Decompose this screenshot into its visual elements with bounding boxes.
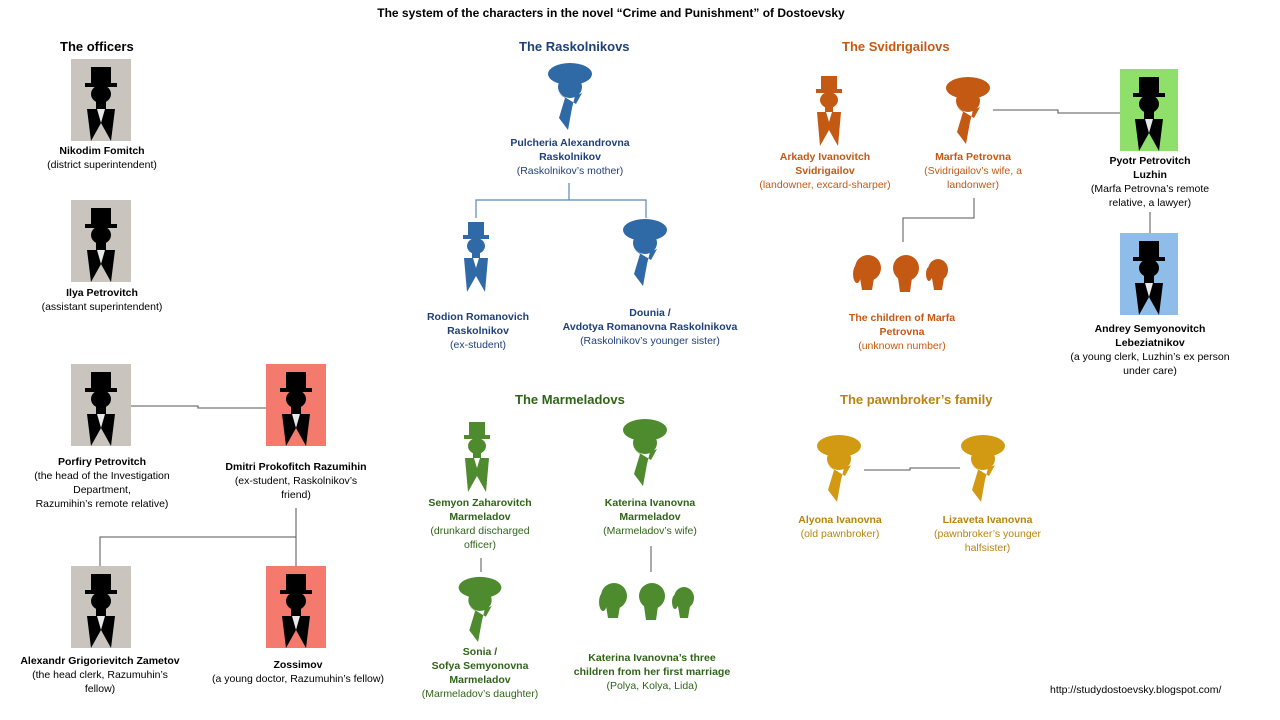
char-marfa-label: Marfa Petrovna (Svidrigailov’s wife, a l… <box>924 151 1022 191</box>
group-title-pawnbroker: The pawnbroker’s family <box>840 392 993 407</box>
woman-hat-icon <box>548 63 592 130</box>
connector-razumihin-colleagues <box>99 508 297 566</box>
char-zossimov-label: Zossimov (a young doctor, Razumuhin’s fe… <box>212 659 384 685</box>
char-sonia-label: Sonia / Sofya Semyonovna Marmeladov (Mar… <box>421 646 539 700</box>
char-marfa-children-label: The children of Marfa Petrovna (unknown … <box>848 312 956 352</box>
woman-hat-icon <box>817 435 861 502</box>
group-title-officers: The officers <box>60 39 134 54</box>
man-top-hat-icon <box>816 76 842 146</box>
char-zametov-label: Alexandr Grigorievitch Zametov (the head… <box>20 655 180 695</box>
man-top-hat-icon <box>1120 233 1178 315</box>
group-title-svidrigailovs: The Svidrigailovs <box>842 39 950 54</box>
children-icon <box>599 583 694 620</box>
group-title-raskolnikovs: The Raskolnikovs <box>519 39 630 54</box>
woman-hat-icon <box>946 77 990 144</box>
char-alyona-label: Alyona Ivanovna (old pawnbroker) <box>798 514 882 540</box>
man-top-hat-icon <box>464 422 490 492</box>
woman-hat-icon <box>961 435 1005 502</box>
connector-marfa-luzhin <box>993 109 1120 114</box>
char-lizaveta-label: Lizaveta Ivanovna (pawnbroker’s younger … <box>933 514 1041 554</box>
man-top-hat-icon <box>71 200 131 282</box>
connector-pulcheria-children <box>475 183 647 218</box>
connector-alyona-lizaveta <box>864 467 960 471</box>
char-katerina-children-label: Katerina Ivanovna’s three children from … <box>573 652 731 692</box>
char-nikodim-label: Nikodim Fomitch (district superintendent… <box>47 145 157 171</box>
char-semyon-label: Semyon Zaharovitch Marmeladov (drunkard … <box>428 497 532 551</box>
char-pulcheria-label: Pulcheria Alexandrovna Raskolnikov (Rask… <box>510 137 630 177</box>
diagram-title: The system of the characters in the nove… <box>377 6 845 20</box>
man-top-hat-icon <box>266 566 326 648</box>
woman-hat-icon <box>458 576 502 642</box>
woman-hat-icon <box>623 419 667 486</box>
group-title-marmeladovs: The Marmeladovs <box>515 392 625 407</box>
man-top-hat-icon <box>71 566 131 648</box>
children-icon <box>853 255 948 292</box>
char-lebeziatnikov-label: Andrey Semyonovitch Lebeziatnikov (a you… <box>1070 323 1230 377</box>
man-top-hat-icon <box>463 222 489 292</box>
char-katerina-label: Katerina Ivanovna Marmeladov (Marmeladov… <box>603 497 697 537</box>
char-ilya-label: Ilya Petrovitch (assistant superintenden… <box>41 287 163 313</box>
man-top-hat-icon <box>266 364 326 446</box>
char-arkady-label: Arkady Ivanovitch Svidrigailov (landowne… <box>759 151 891 191</box>
connector-porfiry-razumihin <box>130 405 266 409</box>
man-top-hat-icon <box>71 59 131 141</box>
source-url[interactable]: http://studydostoevsky.blogspot.com/ <box>1050 684 1222 696</box>
connector-marfa-children <box>902 198 975 242</box>
char-porfiry-label: Porfiry Petrovitch (the head of the Inve… <box>34 456 170 510</box>
woman-hat-icon <box>623 219 667 286</box>
char-dounia-label: Dounia / Avdotya Romanovna Raskolnikova … <box>562 307 738 347</box>
char-razumihin-label: Dmitri Prokofitch Razumihin (ex-student,… <box>225 461 367 501</box>
man-top-hat-icon <box>71 364 131 446</box>
char-rodion-label: Rodion Romanovich Raskolnikov (ex-studen… <box>426 311 530 351</box>
char-luzhin-label: Pyotr Petrovitch Luzhin (Marfa Petrovna’… <box>1090 155 1210 209</box>
man-top-hat-icon <box>1120 69 1178 151</box>
